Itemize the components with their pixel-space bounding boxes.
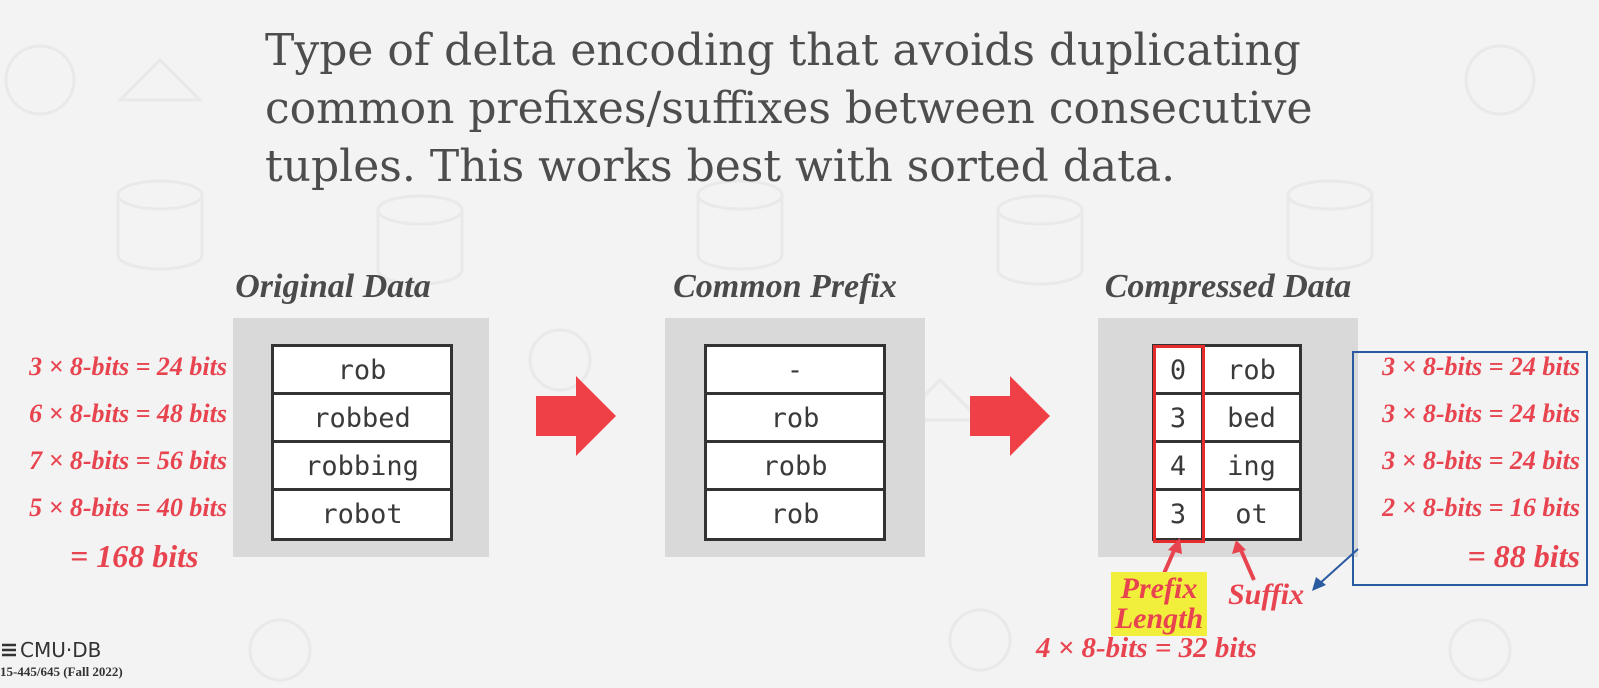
label-pointer-arrows <box>1160 538 1256 581</box>
original-data-table: rob robbed robbing robot <box>271 344 453 541</box>
compressed-size-label: 2 × 8-bits = 16 bits <box>1382 493 1580 522</box>
prefix-column-highlight <box>1153 345 1205 543</box>
prefix-length-cell: 0 <box>1169 354 1187 386</box>
course-label: 15-445/645 (Fall 2022) <box>0 664 123 679</box>
prefix-length-label-line-1: Prefix <box>1120 572 1198 605</box>
compressed-size-label: 3 × 8-bits = 24 bits <box>1382 352 1580 381</box>
suffix-cell: rob <box>1227 354 1276 386</box>
prefix-length-cell: 3 <box>1169 402 1187 434</box>
common-prefix-row: - <box>786 354 804 386</box>
original-row: rob <box>337 354 387 386</box>
original-size-label: 3 × 8-bits = 24 bits <box>29 352 227 381</box>
compressed-size-label: 3 × 8-bits = 24 bits <box>1382 446 1580 475</box>
common-prefix-table: - rob robb rob <box>704 344 886 541</box>
suffix-cell: bed <box>1227 402 1276 434</box>
suffix-cell: ot <box>1235 498 1268 530</box>
right-arrow-icon <box>536 376 616 456</box>
right-arrow-icon <box>970 376 1050 456</box>
common-prefix-row: robb <box>762 450 828 482</box>
blue-pointer-arrow <box>1312 548 1359 591</box>
compressed-total: = 88 bits <box>1467 538 1580 574</box>
suffix-label: Suffix <box>1228 578 1305 611</box>
common-prefix-row: rob <box>770 402 820 434</box>
description-line-3: tuples. This works best with sorted data… <box>265 141 1176 192</box>
compressed-size-label: 3 × 8-bits = 24 bits <box>1382 399 1580 428</box>
compressed-data-table: 0 rob 3 bed 4 ing 3 ot <box>1152 344 1302 541</box>
original-row: robot <box>321 498 403 530</box>
compressed-sizes-box <box>1352 351 1588 586</box>
original-row: robbed <box>313 402 411 434</box>
original-row: robbing <box>305 450 419 482</box>
original-size-label: 7 × 8-bits = 56 bits <box>29 446 227 475</box>
prefix-length-label: Prefix Length <box>1111 572 1207 636</box>
prefix-length-bits: 4 × 8-bits = 32 bits <box>1036 632 1257 664</box>
suffix-cell: ing <box>1227 450 1276 482</box>
database-logo-icon <box>2 643 16 657</box>
description-line-2: common prefixes/suffixes between consecu… <box>265 83 1313 134</box>
description-line-1: Type of delta encoding that avoids dupli… <box>265 25 1301 76</box>
prefix-length-label-line-2: Length <box>1114 602 1204 635</box>
original-size-label: 6 × 8-bits = 48 bits <box>29 399 227 428</box>
footer-logo: CMU·DB <box>0 638 101 662</box>
description-text: Type of delta encoding that avoids dupli… <box>265 22 1365 196</box>
common-prefix-title: Common Prefix <box>673 268 897 305</box>
original-total: = 168 bits <box>70 538 199 574</box>
common-prefix-row: rob <box>770 498 820 530</box>
prefix-length-cell: 3 <box>1169 498 1187 530</box>
original-size-label: 5 × 8-bits = 40 bits <box>29 493 227 522</box>
logo-text: CMU·DB <box>20 638 102 662</box>
prefix-length-cell: 4 <box>1169 450 1187 482</box>
compressed-data-title: Compressed Data <box>1104 268 1352 305</box>
original-data-title: Original Data <box>235 268 431 305</box>
